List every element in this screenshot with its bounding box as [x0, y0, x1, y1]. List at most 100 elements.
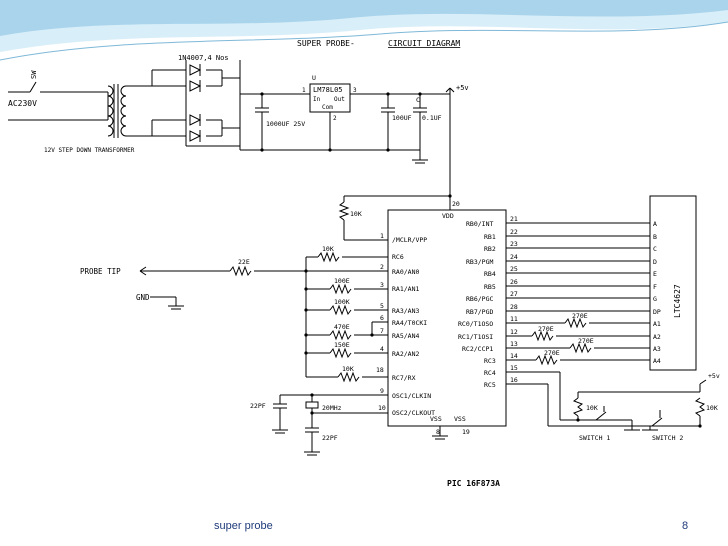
label-r-rc7: 10K	[342, 365, 354, 373]
label-r-digit4: 270E	[544, 349, 560, 357]
label-switch-r2: 10K	[706, 404, 718, 412]
label-diodes: 1N4007,4 Nos	[178, 54, 229, 62]
label-cap-osc2: 22PF	[322, 434, 338, 442]
pin-rc0-num: 11	[510, 315, 518, 323]
mcu-name: PIC 16F873A	[447, 479, 500, 488]
pin-rc5-label: RC5	[484, 381, 496, 389]
label-switch-vplus: +5v	[708, 372, 720, 380]
label-cap3: 0.1UF	[422, 114, 442, 122]
pin-ra5-label: RA5/AN4	[392, 332, 419, 340]
mcu-vss: VSS	[430, 415, 442, 423]
pin-rc5-num: 16	[510, 376, 518, 384]
pin-rb2-num: 23	[510, 240, 518, 248]
pin-rb2-label: RB2	[484, 245, 496, 253]
display-pin-f: F	[653, 283, 657, 291]
pin-osc1-label: OSC1/CLKIN	[392, 392, 431, 400]
junction-dots	[260, 92, 702, 428]
pin-rc4-label: RC4	[484, 369, 496, 377]
pin-ra1-label: RA1/AN1	[392, 285, 419, 293]
label-pin2: 2	[333, 115, 337, 122]
pin-rc1-label: RC1/T1OSI	[458, 333, 493, 341]
pin-ra3-num: 5	[380, 302, 384, 310]
display-pin-b: B	[653, 233, 657, 241]
mcu-vss-b: VSS	[454, 415, 466, 423]
pin-mclr-label: /MCLR/VPP	[392, 236, 427, 244]
pin-rb0-num: 21	[510, 215, 518, 223]
label-r-rc6: 10K	[322, 245, 334, 253]
bridge-diodes	[189, 64, 202, 142]
label-cap1: 1000UF 25V	[266, 120, 305, 128]
mcu-vdd: VDD	[442, 212, 454, 220]
label-switch2: SWITCH 2	[652, 434, 683, 442]
label-r-ra1: 100K	[334, 298, 350, 306]
display-pin-a4: A4	[653, 357, 661, 365]
label-transformer: 12V STEP DOWN TRANSFORMER	[44, 147, 135, 154]
display-pin-dp: DP	[653, 308, 661, 316]
pin-rc1-num: 12	[510, 328, 518, 336]
label-r-ra4: 470E	[334, 323, 350, 331]
pin-osc2-num: 10	[378, 404, 386, 412]
pin-rb5-label: RB5	[484, 283, 496, 291]
pin-rb4-label: RB4	[484, 270, 496, 278]
label-cap2: 100UF	[392, 114, 412, 122]
wiring	[8, 60, 707, 456]
label-reg-out: Out	[334, 96, 345, 103]
pin-rb1-num: 22	[510, 228, 518, 236]
display-pin-e: E	[653, 270, 657, 278]
pin-rb3-num: 24	[510, 253, 518, 261]
label-reg-com: Com	[322, 104, 333, 111]
label-r-mclr: 10K	[350, 210, 362, 218]
label-c: C	[416, 96, 420, 104]
pin-ra2-num: 4	[380, 345, 384, 353]
pin-rc2-num: 13	[510, 340, 518, 348]
label-r-ra0: 100E	[334, 277, 350, 285]
label-r-digit2: 270E	[538, 325, 554, 333]
pin-rc4-num: 15	[510, 364, 518, 372]
pin-rb1-label: RB1	[484, 233, 496, 241]
pin-rb3-label: RB3/PGM	[466, 258, 493, 266]
page-number: 8	[682, 520, 689, 532]
pin-rc2-label: RC2/CCP1	[462, 345, 493, 353]
label-switch-r1: 10K	[586, 404, 598, 412]
label-r-digit1: 270E	[572, 312, 588, 320]
pin-rb5-num: 26	[510, 278, 518, 286]
pin-rb7-num: 28	[510, 303, 518, 311]
label-crystal: 20MHz	[322, 404, 342, 412]
pin-osc1-num: 9	[380, 387, 384, 395]
pin-mclr-num: 1	[380, 232, 384, 240]
pin-rc7-num: 18	[376, 366, 384, 374]
pin-rc3-num: 14	[510, 352, 518, 360]
label-r-ra2: 150E	[334, 341, 350, 349]
title-prefix: SUPER PROBE-	[297, 39, 355, 48]
pin-ra5-num: 7	[380, 327, 384, 335]
label-cap-osc1: 22PF	[250, 402, 266, 410]
display-pin-d: D	[653, 258, 657, 266]
label-r-probe: 22E	[238, 258, 250, 266]
display-pin-a3: A3	[653, 345, 661, 353]
pin-rb6-num: 27	[510, 290, 518, 298]
pin-rb6-label: RB6/PGC	[466, 295, 493, 303]
pin-ra4-num: 6	[380, 314, 384, 322]
label-gnd: GND	[136, 293, 150, 302]
label-regulator: LM78L05	[313, 86, 343, 94]
display-pin-g: G	[653, 295, 657, 303]
display-pin-a2: A2	[653, 333, 661, 341]
pin-rc3-label: RC3	[484, 357, 496, 365]
pin-ra0-num: 2	[380, 263, 384, 271]
pin-ra2-label: RA2/AN2	[392, 350, 419, 358]
label-switch1: SWITCH 1	[579, 434, 610, 442]
mcu-vss-pin: 19	[462, 428, 470, 436]
label-r-digit3: 270E	[578, 337, 594, 345]
header-wave-decoration	[0, 0, 728, 61]
pin-ra4-label: RA4/T0CKI	[392, 319, 427, 327]
pin-rb0-label: RB0/INT	[466, 220, 493, 228]
display-pin-c: C	[653, 245, 657, 253]
display-pin-a: A	[653, 220, 657, 228]
label-reg-in: In	[313, 96, 321, 103]
display-name: LTC4627	[673, 284, 682, 318]
mcu-vss-pin2: 8	[436, 428, 440, 436]
pin-rb7-label: RB7/PGD	[466, 308, 493, 316]
label-mains: AC230V	[8, 99, 37, 108]
